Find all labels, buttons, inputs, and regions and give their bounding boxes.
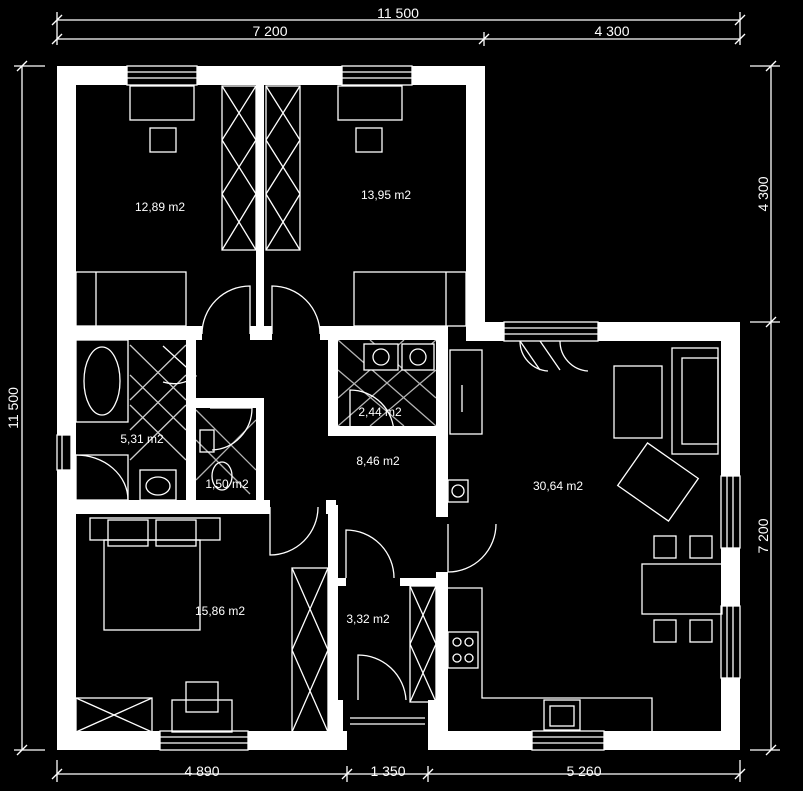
dim-top-right: 4 300 xyxy=(594,23,629,39)
dim-right-upper: 4 300 xyxy=(755,176,771,211)
dim-right-lower: 7 200 xyxy=(755,518,771,553)
room-area-utility: 2,44 m2 xyxy=(358,405,402,419)
dim-bottom-mid: 1 350 xyxy=(370,763,405,779)
dim-top-total: 11 500 xyxy=(377,5,419,21)
room-labels: 12,89 m2 13,95 m2 5,31 m2 1,50 m2 2,44 m… xyxy=(120,188,583,626)
room-area-wc: 1,50 m2 xyxy=(205,477,249,491)
dimension-lines xyxy=(14,12,780,782)
dim-left-total: 11 500 xyxy=(5,387,21,429)
dim-bottom-left: 4 890 xyxy=(184,763,219,779)
windows xyxy=(56,65,741,751)
room-area-bedroom-master: 15,86 m2 xyxy=(195,604,245,618)
dim-top-left: 7 200 xyxy=(252,23,287,39)
dim-bottom-right: 5 260 xyxy=(566,763,601,779)
room-area-closet: 3,32 m2 xyxy=(346,612,390,626)
door-openings xyxy=(202,326,448,586)
dimension-labels: 11 500 7 200 4 300 11 500 4 300 7 200 4 … xyxy=(5,5,771,779)
doors xyxy=(162,285,589,701)
room-area-bedroom-left: 12,89 m2 xyxy=(135,200,185,214)
room-area-bedroom-right: 13,95 m2 xyxy=(361,188,411,202)
furniture xyxy=(75,85,723,733)
room-area-living: 30,64 m2 xyxy=(533,479,583,493)
room-area-hall: 8,46 m2 xyxy=(356,454,400,468)
room-area-bathroom: 5,31 m2 xyxy=(120,432,164,446)
